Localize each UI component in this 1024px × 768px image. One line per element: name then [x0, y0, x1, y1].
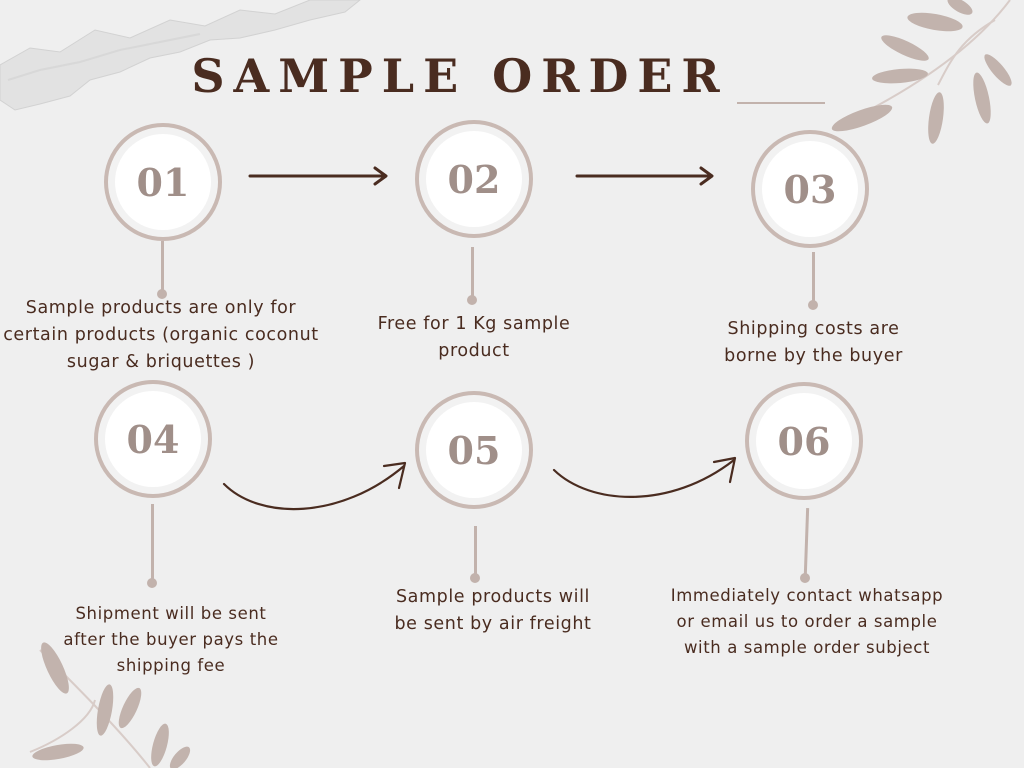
step-number: 03: [762, 141, 858, 237]
step-circle-01: 01: [104, 123, 222, 241]
step-circle-03: 03: [751, 130, 869, 248]
step-number: 06: [756, 393, 852, 489]
connector-dot: [157, 289, 167, 299]
step-description-04: Shipment will be sent after the buyer pa…: [63, 604, 279, 675]
connector-dot: [470, 573, 480, 583]
paper-tear-icon: [0, 0, 361, 111]
leaf-branch-icon: [29, 642, 191, 768]
step-description-02: Free for 1 Kg sample product: [377, 314, 571, 361]
accent-divider: [737, 102, 825, 104]
step-description-03: Shipping costs are borne by the buyer: [724, 319, 903, 366]
curved-arrow-icon: [222, 461, 407, 511]
step-circle-05: 05: [415, 391, 533, 509]
step-number: 01: [115, 134, 211, 230]
connector-line: [812, 252, 815, 302]
step-number: 05: [426, 402, 522, 498]
connector-line: [471, 247, 474, 297]
connector-line: [161, 241, 164, 291]
page-title: SAMPLE ORDER: [191, 49, 729, 103]
connector-dot: [808, 300, 818, 310]
connector-dot: [147, 578, 157, 588]
step-description-01: Sample products are only for certain pro…: [3, 298, 319, 372]
curved-arrow-icon: [552, 456, 737, 498]
step-number: 04: [105, 391, 201, 487]
step-description-06: Immediately contact whatsapp or email us…: [670, 586, 944, 657]
arrow-right-icon: [248, 166, 388, 186]
connector-dot: [800, 573, 810, 583]
leaf-branch-icon: [831, 0, 1012, 144]
step-description-05: Sample products will be sent by air frei…: [394, 587, 592, 634]
connector-line: [151, 504, 154, 580]
step-circle-06: 06: [745, 382, 863, 500]
arrow-right-icon: [575, 166, 714, 186]
step-circle-04: 04: [94, 380, 212, 498]
step-circle-02: 02: [415, 120, 533, 238]
step-number: 02: [426, 131, 522, 227]
connector-line: [474, 526, 477, 576]
connector-dot: [467, 295, 477, 305]
